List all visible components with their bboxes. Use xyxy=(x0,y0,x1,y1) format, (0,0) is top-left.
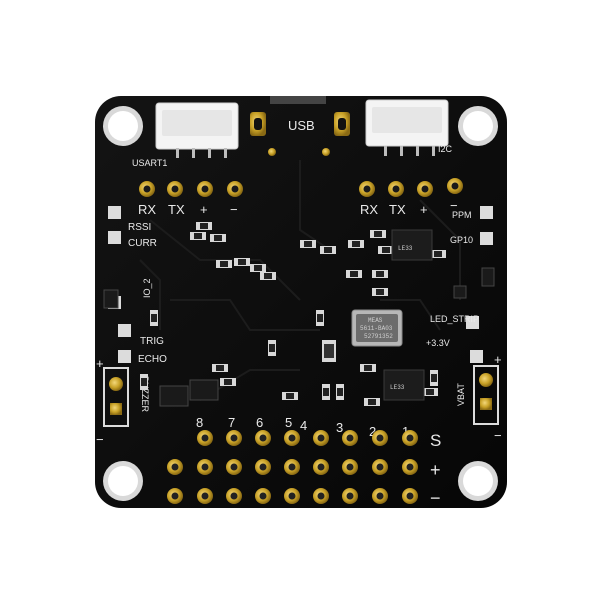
mounting-hole-bottom-right xyxy=(458,461,498,501)
usart1-connector xyxy=(155,102,239,158)
sensor-text-line2: 5611-BA03 xyxy=(360,325,393,332)
plus-right-label: + xyxy=(420,202,428,217)
usb-label: USB xyxy=(288,118,315,133)
uart-right-pads xyxy=(359,178,463,197)
gpio-label: GP10 xyxy=(450,235,473,245)
vbat-plus-label: + xyxy=(494,352,502,367)
le33-bottom-label: LE33 xyxy=(390,384,405,391)
via xyxy=(268,148,276,156)
header-signal-label: S xyxy=(430,431,441,450)
channel-6-label: 6 xyxy=(256,415,263,430)
via xyxy=(322,148,330,156)
channel-3-label: 3 xyxy=(336,420,343,435)
servo-header-pads xyxy=(167,430,418,504)
plus-left-label: + xyxy=(200,202,208,217)
buzzer-plus-label: + xyxy=(96,356,104,371)
mounting-hole-top-left xyxy=(103,106,143,146)
header-plus-label: + xyxy=(430,460,441,480)
rx-left-label: RX xyxy=(138,202,156,217)
v33-label: +3.3V xyxy=(426,338,450,348)
mounting-hole-bottom-left xyxy=(103,461,143,501)
rx-right-label: RX xyxy=(360,202,378,217)
rssi-label: RSSI xyxy=(128,222,151,233)
channel-2-label: 2 xyxy=(369,424,376,439)
buzzer-label: BUZZER xyxy=(140,376,150,413)
uart-left-pads xyxy=(139,181,243,197)
channel-7-label: 7 xyxy=(228,415,235,430)
trig-label: TRIG xyxy=(140,336,164,347)
smd-components xyxy=(140,222,446,406)
channel-8-label: 8 xyxy=(196,415,203,430)
buzzer-terminal xyxy=(103,367,129,427)
channel-4-label: 4 xyxy=(300,418,307,433)
i2c-label: I2C xyxy=(438,144,453,154)
tx-right-label: TX xyxy=(389,202,406,217)
channel-5-label: 5 xyxy=(285,415,292,430)
minus-right-label: − xyxy=(450,198,458,213)
sensor-text-line1: MEAS xyxy=(368,317,383,324)
echo-label: ECHO xyxy=(138,354,167,365)
buzzer-minus-label: − xyxy=(96,432,104,447)
vbat-terminal xyxy=(473,365,499,425)
vbat-label: VBAT xyxy=(456,383,466,406)
le33-top-label: LE33 xyxy=(398,245,413,252)
usart1-label: USART1 xyxy=(132,158,167,168)
mounting-hole-top-right xyxy=(458,106,498,146)
i2c-connector xyxy=(365,99,449,156)
tx-left-label: TX xyxy=(168,202,185,217)
curr-label: CURR xyxy=(128,238,157,249)
right-signal-pads xyxy=(466,206,493,363)
vbat-minus-label: − xyxy=(494,428,502,443)
header-minus-label: − xyxy=(430,488,441,508)
ppm-label: PPM xyxy=(452,210,472,220)
pcb-board xyxy=(95,96,507,508)
barometer-sensor xyxy=(351,309,403,347)
le33-regulator-bottom xyxy=(383,369,425,401)
usb-port xyxy=(250,96,350,136)
sensor-text-line3: 52791352 xyxy=(364,333,393,340)
transistors xyxy=(103,267,495,407)
le33-regulator-top xyxy=(391,229,433,261)
led-strip-label: LED_STRIP xyxy=(430,314,479,324)
minus-left-label: − xyxy=(230,202,238,217)
io2-label: IO_2 xyxy=(142,278,152,298)
